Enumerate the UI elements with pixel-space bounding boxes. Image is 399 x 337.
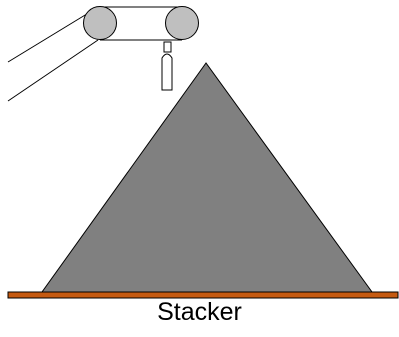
discharge-chute [161,53,173,91]
pulley-left [83,6,117,40]
conveyor-belt-upper [7,8,96,63]
diagram-caption: Stacker [157,298,242,326]
ground-bar [7,291,399,299]
pulley-right [165,6,199,40]
chute-connector [163,41,172,53]
conveyor-belt-lower [7,39,99,102]
stockpile-triangle [41,62,373,293]
